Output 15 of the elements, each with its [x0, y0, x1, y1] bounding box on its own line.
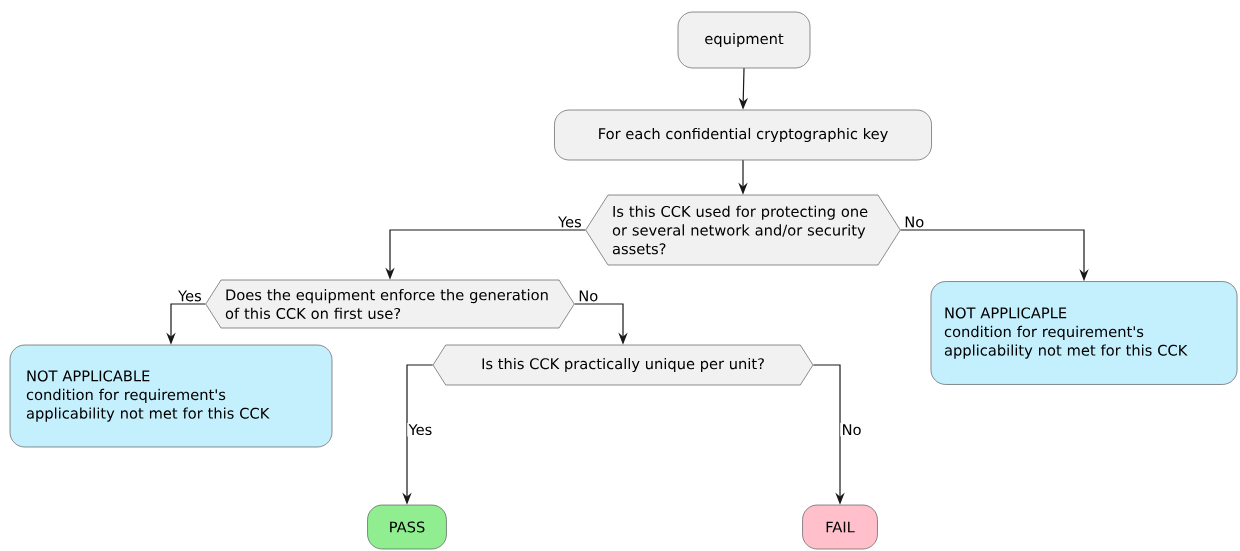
edge-label: No — [902, 215, 926, 229]
decision-hexagon: Does the equipment enforce the generation of this CCK on first use? — [205, 279, 575, 329]
process-box: NOT APPLICABLE condition for requirement's applicability not met for this CCK — [9, 344, 333, 448]
process-box: NOT APPLICAPLE condition for requirement's applicability not met for this CCK — [930, 281, 1238, 385]
process-box: FAIL — [802, 504, 878, 550]
process-box: equipment — [677, 11, 811, 69]
process-box: PASS — [367, 504, 447, 550]
edge-label: No — [840, 422, 863, 437]
edge-label: No — [576, 289, 600, 303]
edge-label: Yes — [176, 289, 204, 303]
decision-hexagon: Is this CCK practically unique per unit? — [432, 344, 814, 386]
edge-label: Yes — [407, 422, 434, 437]
process-box: For each confidential cryptographic key — [554, 109, 932, 161]
decision-hexagon: Is this CCK used for protecting one or several network and/or security assets? — [585, 194, 901, 266]
edge-label: Yes — [556, 215, 584, 229]
